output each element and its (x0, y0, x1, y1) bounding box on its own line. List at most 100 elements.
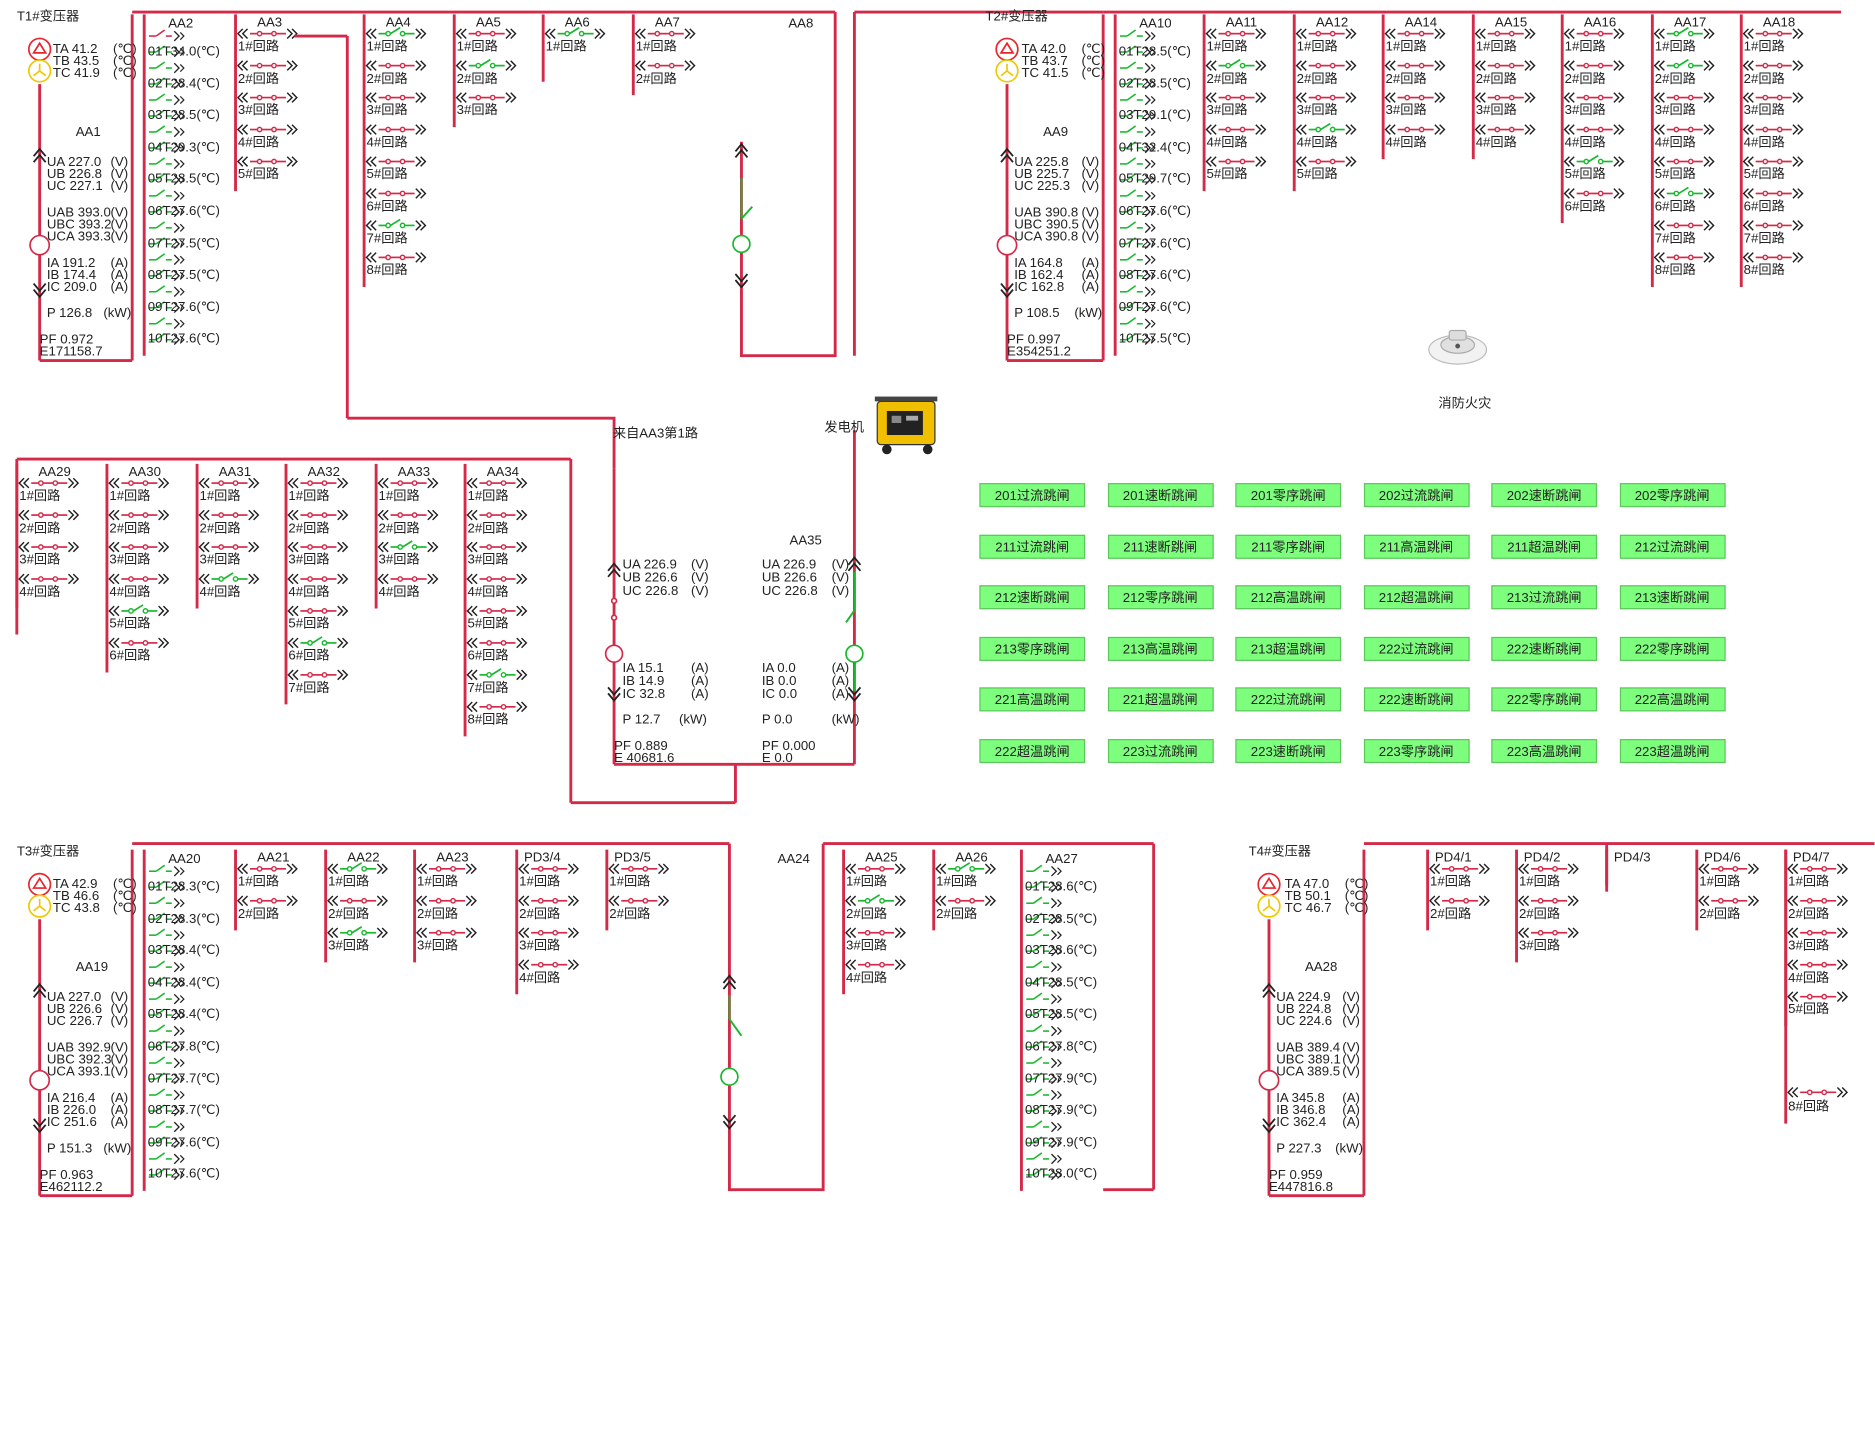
feeder-AA15-1[interactable] (1474, 28, 1536, 39)
feeder-AA16-6[interactable] (1563, 188, 1625, 199)
alarm-indicator[interactable]: 223高温跳闸 (1491, 739, 1598, 764)
temp-breaker[interactable] (1119, 45, 1156, 58)
temp-breaker[interactable] (1119, 269, 1156, 282)
feeder-AA34-8[interactable] (466, 701, 528, 713)
alarm-indicator[interactable]: 213高温跳闸 (1107, 636, 1214, 661)
feeder-AA3-5[interactable] (236, 156, 298, 167)
temp-breaker[interactable] (1026, 976, 1062, 989)
alarm-indicator[interactable]: 222过流跳闸 (1363, 636, 1470, 661)
feeder-PD3/4-1[interactable] (518, 863, 580, 875)
feeder-AA31-4[interactable] (198, 572, 260, 585)
alarm-indicator[interactable]: 201零序跳闸 (1235, 483, 1342, 508)
temp-breaker[interactable] (149, 864, 185, 877)
temp-breaker[interactable] (149, 109, 185, 122)
feeder-AA21-1[interactable] (236, 863, 298, 875)
feeder-AA34-5[interactable] (466, 605, 528, 617)
feeder-AA18-1[interactable] (1742, 28, 1804, 39)
feeder-AA5-1[interactable] (455, 28, 517, 39)
temp-breaker[interactable] (1026, 1040, 1062, 1053)
feeder-AA7-1[interactable] (634, 28, 696, 39)
feeder-AA23-2[interactable] (415, 895, 477, 907)
alarm-indicator[interactable]: 222速断跳闸 (1491, 636, 1598, 661)
feeder-AA26-1[interactable] (935, 862, 997, 875)
feeder-PD4/1-2[interactable] (1429, 895, 1490, 907)
temp-breaker[interactable] (1119, 61, 1156, 74)
feeder-AA25-4[interactable] (844, 959, 906, 971)
feeder-AA25-1[interactable] (844, 863, 906, 875)
temp-breaker[interactable] (149, 1120, 185, 1133)
temp-breaker[interactable] (1026, 1104, 1062, 1117)
feeder-AA31-1[interactable] (198, 477, 260, 489)
feeder-PD4/7-8[interactable] (1787, 1087, 1849, 1098)
temp-breaker[interactable] (1026, 992, 1062, 1005)
feeder-AA7-2[interactable] (634, 60, 696, 71)
temp-breaker[interactable] (149, 928, 185, 941)
temp-breaker[interactable] (149, 301, 185, 314)
alarm-indicator[interactable]: 222零序跳闸 (1491, 687, 1598, 712)
feeder-AA15-3[interactable] (1474, 92, 1536, 103)
temp-breaker[interactable] (149, 61, 185, 74)
feeder-AA30-3[interactable] (108, 541, 170, 553)
feeder-AA29-4[interactable] (18, 573, 80, 585)
temp-breaker[interactable] (1119, 333, 1156, 345)
temp-breaker[interactable] (149, 157, 185, 170)
temp-breaker[interactable] (1026, 1024, 1062, 1037)
feeder-AA15-2[interactable] (1474, 60, 1536, 71)
temp-breaker[interactable] (1119, 125, 1156, 138)
feeder-AA30-1[interactable] (108, 477, 170, 489)
feeder-AA25-2[interactable] (844, 894, 906, 907)
feeder-AA23-1[interactable] (415, 863, 477, 875)
feeder-AA26-2[interactable] (935, 895, 997, 907)
feeder-AA18-7[interactable] (1742, 220, 1804, 231)
temp-breaker[interactable] (149, 1040, 185, 1053)
temp-breaker[interactable] (149, 125, 185, 138)
temp-breaker[interactable] (1026, 1152, 1062, 1165)
feeder-PD4/7-2[interactable] (1787, 895, 1849, 907)
temp-breaker[interactable] (149, 77, 185, 90)
temp-breaker[interactable] (149, 1168, 185, 1181)
feeder-AA16-1[interactable] (1563, 28, 1625, 39)
feeder-AA17-3[interactable] (1653, 92, 1715, 103)
feeder-AA14-4[interactable] (1384, 124, 1446, 135)
temp-breaker[interactable] (1026, 1008, 1062, 1021)
temp-breaker[interactable] (149, 960, 185, 973)
feeder-PD4/7-5[interactable] (1787, 991, 1849, 1003)
feeder-AA21-2[interactable] (236, 895, 298, 907)
temp-breaker[interactable] (1119, 93, 1156, 106)
feeder-AA14-3[interactable] (1384, 92, 1446, 103)
feeder-AA29-1[interactable] (18, 477, 80, 489)
temp-breaker[interactable] (149, 253, 185, 266)
temp-breaker[interactable] (149, 944, 185, 957)
feeder-AA32-5[interactable] (287, 605, 349, 617)
temp-breaker[interactable] (1119, 77, 1156, 90)
smoke-detector-icon[interactable] (1425, 328, 1490, 389)
temp-breaker[interactable] (149, 45, 185, 58)
temp-breaker[interactable] (149, 1088, 185, 1101)
alarm-indicator[interactable]: 211过流跳闸 (979, 534, 1086, 559)
feeder-AA16-2[interactable] (1563, 60, 1625, 71)
feeder-AA23-3[interactable] (415, 927, 477, 939)
feeder-AA30-5[interactable] (108, 604, 170, 617)
feeder-AA32-4[interactable] (287, 573, 349, 585)
alarm-indicator[interactable]: 222超温跳闸 (979, 739, 1086, 764)
feeder-AA33-2[interactable] (377, 509, 439, 521)
temp-breaker[interactable] (149, 1152, 185, 1165)
temp-breaker[interactable] (149, 93, 185, 106)
feeder-PD4/6-2[interactable] (1698, 895, 1760, 907)
alarm-indicator[interactable]: 212速断跳闸 (979, 585, 1086, 610)
temp-breaker[interactable] (1119, 285, 1156, 298)
alarm-indicator[interactable]: 201速断跳闸 (1107, 483, 1214, 508)
temp-breaker[interactable] (149, 1056, 185, 1069)
alarm-indicator[interactable]: 223过流跳闸 (1107, 739, 1214, 764)
feeder-AA31-3[interactable] (198, 541, 260, 553)
alarm-indicator[interactable]: 213零序跳闸 (979, 636, 1086, 661)
feeder-AA4-7[interactable] (365, 218, 427, 231)
temp-breaker[interactable] (149, 1008, 185, 1021)
feeder-PD4/2-3[interactable] (1517, 927, 1579, 939)
temp-breaker[interactable] (1026, 912, 1062, 925)
temp-breaker[interactable] (1119, 237, 1156, 250)
temp-breaker[interactable] (1026, 960, 1062, 973)
feeder-AA5-2[interactable] (455, 58, 517, 71)
feeder-AA32-7[interactable] (287, 669, 349, 681)
feeder-AA34-1[interactable] (466, 477, 528, 489)
